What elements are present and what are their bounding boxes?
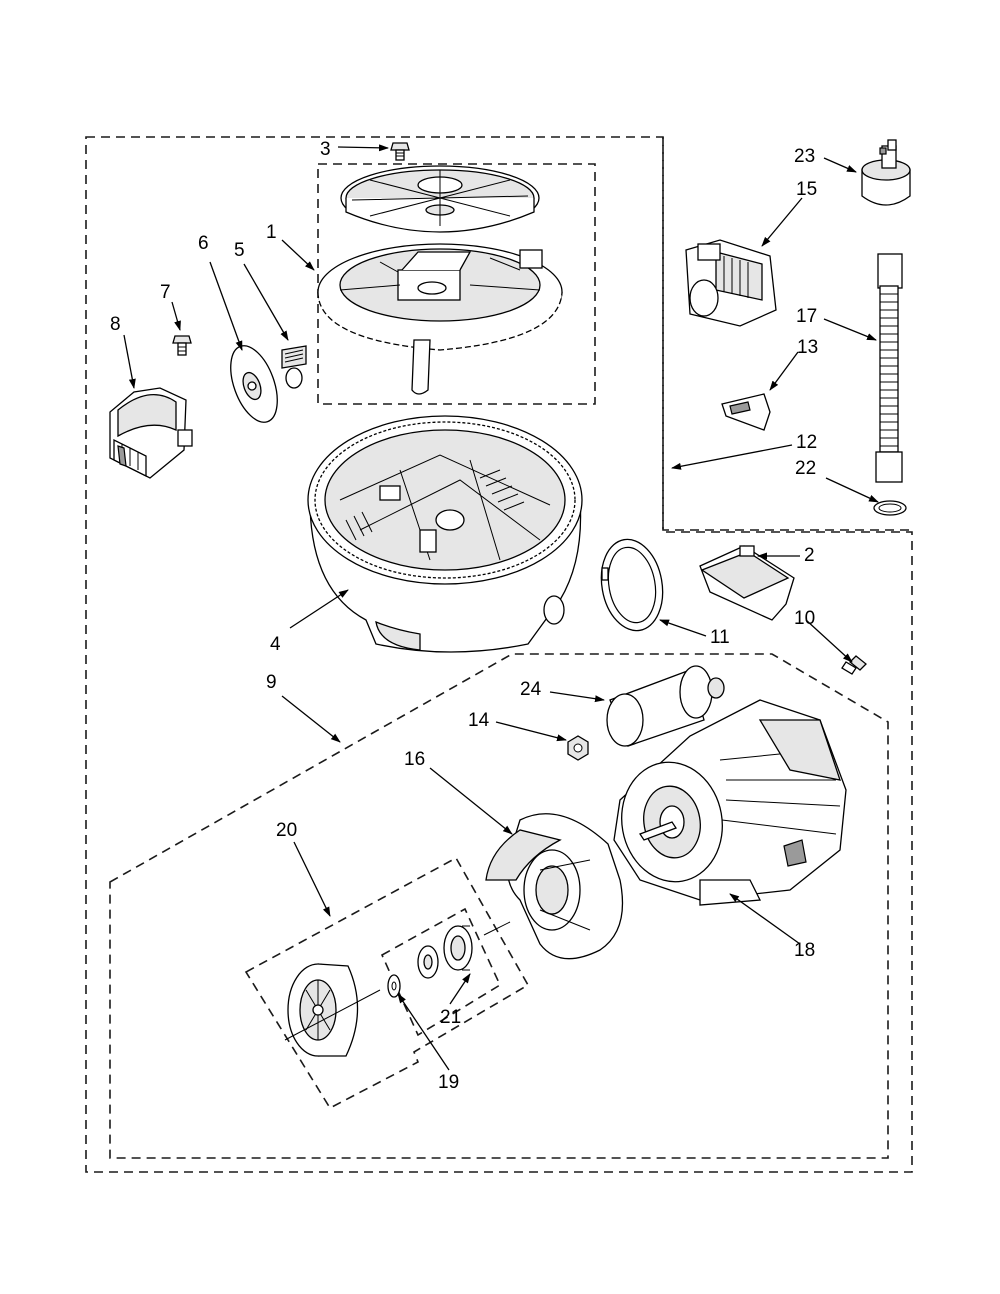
callout-23: 23 bbox=[794, 146, 815, 167]
callout-22: 22 bbox=[795, 458, 816, 479]
callout-13: 13 bbox=[797, 337, 818, 358]
callout-16: 16 bbox=[404, 749, 425, 770]
callout-19: 19 bbox=[438, 1072, 459, 1093]
callout-3: 3 bbox=[320, 139, 331, 160]
callout-2: 2 bbox=[804, 545, 815, 566]
part-24-capacitor[interactable] bbox=[606, 665, 725, 747]
part-14-nut[interactable] bbox=[567, 735, 589, 761]
callout-1: 1 bbox=[266, 222, 277, 243]
pump-motor-group-boundary bbox=[109, 653, 889, 1159]
part-1-spray-arm-assembly[interactable] bbox=[317, 165, 563, 395]
callout-11: 11 bbox=[710, 627, 730, 648]
part-19-washer[interactable] bbox=[387, 974, 401, 998]
callout-24: 24 bbox=[520, 679, 542, 700]
callout-6: 6 bbox=[198, 233, 209, 254]
part-2-cover[interactable] bbox=[699, 545, 795, 621]
part-3-screw[interactable] bbox=[390, 142, 410, 161]
part-5-clip[interactable] bbox=[281, 345, 307, 389]
callout-20: 20 bbox=[276, 820, 297, 841]
part-4-sump[interactable] bbox=[307, 415, 583, 653]
part-21-seal-kit[interactable] bbox=[417, 925, 473, 979]
part-13-clip[interactable] bbox=[721, 393, 771, 431]
callout-21: 21 bbox=[440, 1007, 461, 1028]
callout-10: 10 bbox=[794, 608, 815, 629]
part-15-diverter-motor[interactable] bbox=[685, 239, 777, 327]
leader-lines bbox=[123, 144, 879, 1071]
callout-9: 9 bbox=[266, 672, 277, 693]
seal-group-boundary bbox=[380, 907, 502, 1037]
impeller-group-boundary bbox=[244, 856, 530, 1110]
callout-4: 4 bbox=[270, 634, 281, 655]
callout-5: 5 bbox=[234, 240, 245, 261]
part-17-hose[interactable] bbox=[875, 253, 903, 483]
shaft-centerline bbox=[284, 921, 511, 1041]
part-6-disk[interactable] bbox=[222, 340, 287, 429]
part-7-screw[interactable] bbox=[172, 335, 192, 356]
part-23-valve[interactable] bbox=[861, 139, 911, 206]
part-8-housing[interactable] bbox=[109, 387, 193, 479]
part-22-clamp[interactable] bbox=[873, 500, 907, 516]
callout-18: 18 bbox=[794, 940, 815, 961]
part-16-pump-housing[interactable] bbox=[485, 813, 624, 960]
callout-7: 7 bbox=[160, 282, 171, 303]
callout-15: 15 bbox=[796, 179, 817, 200]
callout-17: 17 bbox=[796, 306, 817, 327]
part-10-screw[interactable] bbox=[841, 655, 867, 675]
part-20-impeller[interactable] bbox=[287, 963, 359, 1057]
callout-labels: 3 1 5 6 7 8 4 9 2 10 11 12 13 17 22 15 2… bbox=[110, 139, 818, 1093]
spray-arm-group-boundary bbox=[317, 163, 596, 405]
callout-12: 12 bbox=[796, 432, 817, 453]
right-upper-group-boundary bbox=[662, 137, 912, 531]
callout-14: 14 bbox=[468, 710, 490, 731]
callout-8: 8 bbox=[110, 314, 121, 335]
part-11-gasket[interactable] bbox=[594, 534, 669, 635]
part-18-motor[interactable] bbox=[612, 699, 847, 906]
